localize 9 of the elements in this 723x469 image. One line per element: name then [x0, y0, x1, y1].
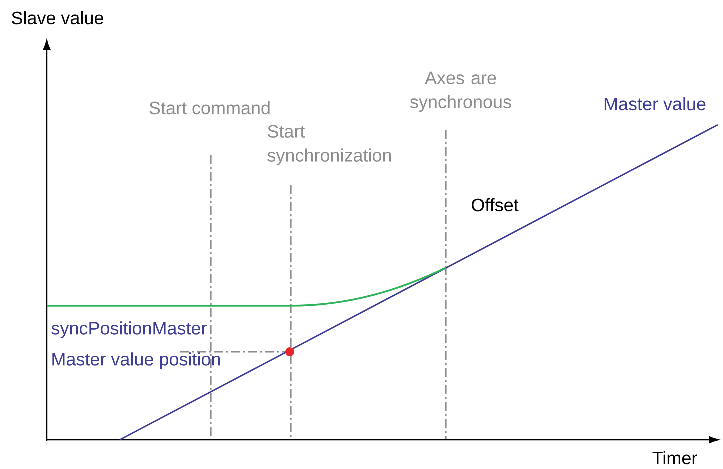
position-label: Master value position	[52, 352, 220, 370]
axis-label: Slave value	[12, 11, 104, 25]
event-label: Axes are synchronous	[410, 72, 512, 112]
axis-label: Timer	[652, 451, 698, 465]
event-label: Start synchronization	[268, 125, 392, 166]
event-label: Start command	[150, 101, 270, 115]
curve-label: Master value	[604, 97, 706, 111]
position-label: syncPositionMaster	[52, 322, 207, 338]
offset-label: Offset	[472, 198, 519, 212]
